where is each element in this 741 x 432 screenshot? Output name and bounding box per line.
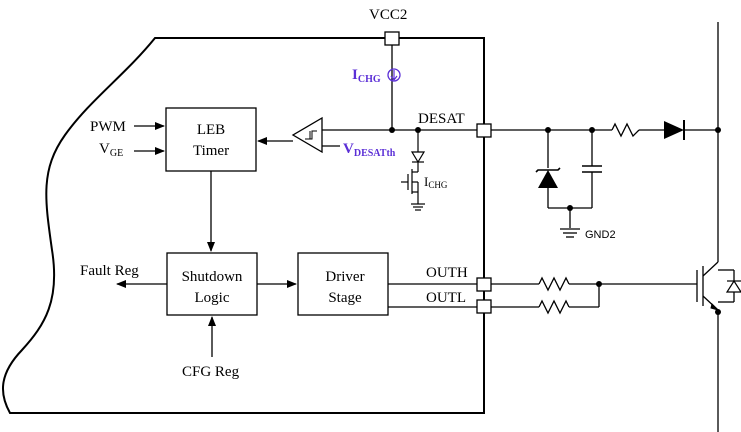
desat-label: DESAT [418,111,465,127]
igbt-emitter-arrow [710,303,720,312]
leb-timer-line1: LEB [197,122,225,138]
igbt-icon [696,261,735,311]
node-dot [389,127,395,133]
pwm-label: PWM [90,119,126,135]
node-dot [715,309,721,315]
fault-reg-label: Fault Reg [80,263,139,279]
leb-timer-line2: Timer [193,143,229,159]
current-arrow-icon [390,70,398,81]
resistor-icon [538,299,570,315]
chip-boundary [1,37,485,414]
leb-timer-block [165,107,257,172]
resistor-icon [611,122,640,138]
ichg-source-label: ICHG [352,67,381,85]
vcc2-label: VCC2 [369,7,407,23]
gnd2-label: GND2 [585,229,616,241]
zener-diode-icon [538,170,558,188]
ichg-small-label: ICHG [424,174,448,190]
shutdown-logic-block [166,252,258,316]
outl-pin [476,299,492,314]
outh-pin [476,277,492,292]
small-diode-icon [410,151,426,164]
driver-line1: Driver [325,269,364,285]
driver-line2: Stage [328,290,362,306]
resistor-icon [538,276,570,292]
outl-label: OUTL [426,290,466,306]
freewheel-diode-icon [725,279,741,293]
outh-label: OUTH [426,265,468,281]
vdesat-label: VDESATth [343,141,396,159]
hysteresis-icon [305,130,317,140]
shutdown-line1: Shutdown [182,269,243,285]
comparator-icon [291,116,323,154]
ground-icon [560,228,580,238]
shutdown-line2: Logic [195,290,230,306]
hv-diode-icon [664,121,684,139]
vge-label: VGE [99,141,123,159]
desat-pin [476,123,492,138]
zener-bar-icon [535,167,561,173]
mosfet-icon [401,169,425,211]
vcc2-pin [384,31,400,46]
cfg-reg-label: CFG Reg [182,364,240,380]
